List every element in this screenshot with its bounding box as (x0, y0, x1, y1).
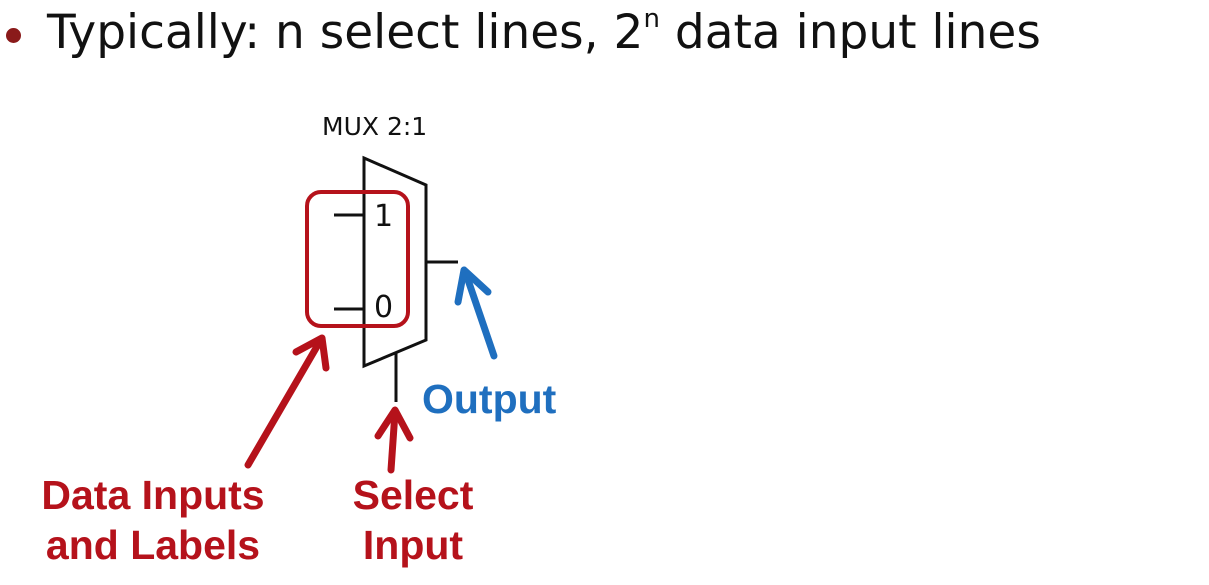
mux-port-label-1: 1 (374, 199, 394, 234)
select-input-arrowhead (374, 406, 414, 442)
output-label: Output (422, 376, 557, 422)
data-inputs-arrowhead (292, 334, 330, 372)
bullet-text-before: Typically: n select lines, 2 (47, 4, 644, 60)
select-input-arrow (387, 408, 399, 474)
bullet-item: Typically: n select lines, 2n data input… (6, 0, 1041, 64)
select-input-label-line2: Input (362, 522, 464, 568)
data-inputs-highlight-box (305, 190, 410, 328)
bullet-superscript: n (643, 3, 660, 34)
bullet-dot-icon (6, 27, 21, 43)
data-inputs-label-line2: and Labels (45, 522, 261, 568)
bullet-text: Typically: n select lines, 2n data input… (47, 5, 1041, 60)
bullet-text-after: data input lines (659, 4, 1041, 60)
mux-title: MUX 2:1 (322, 112, 428, 141)
select-input-label: Select Input (340, 470, 486, 570)
data-inputs-label: Data Inputs and Labels (22, 470, 284, 570)
mux-port-label-0: 0 (374, 290, 394, 325)
data-inputs-label-line1: Data Inputs (41, 472, 265, 518)
output-arrowhead (454, 266, 492, 306)
select-input-label-line1: Select (352, 472, 474, 518)
mux-body (362, 155, 428, 369)
output-arrow (462, 270, 498, 360)
data-inputs-arrow (244, 339, 323, 469)
